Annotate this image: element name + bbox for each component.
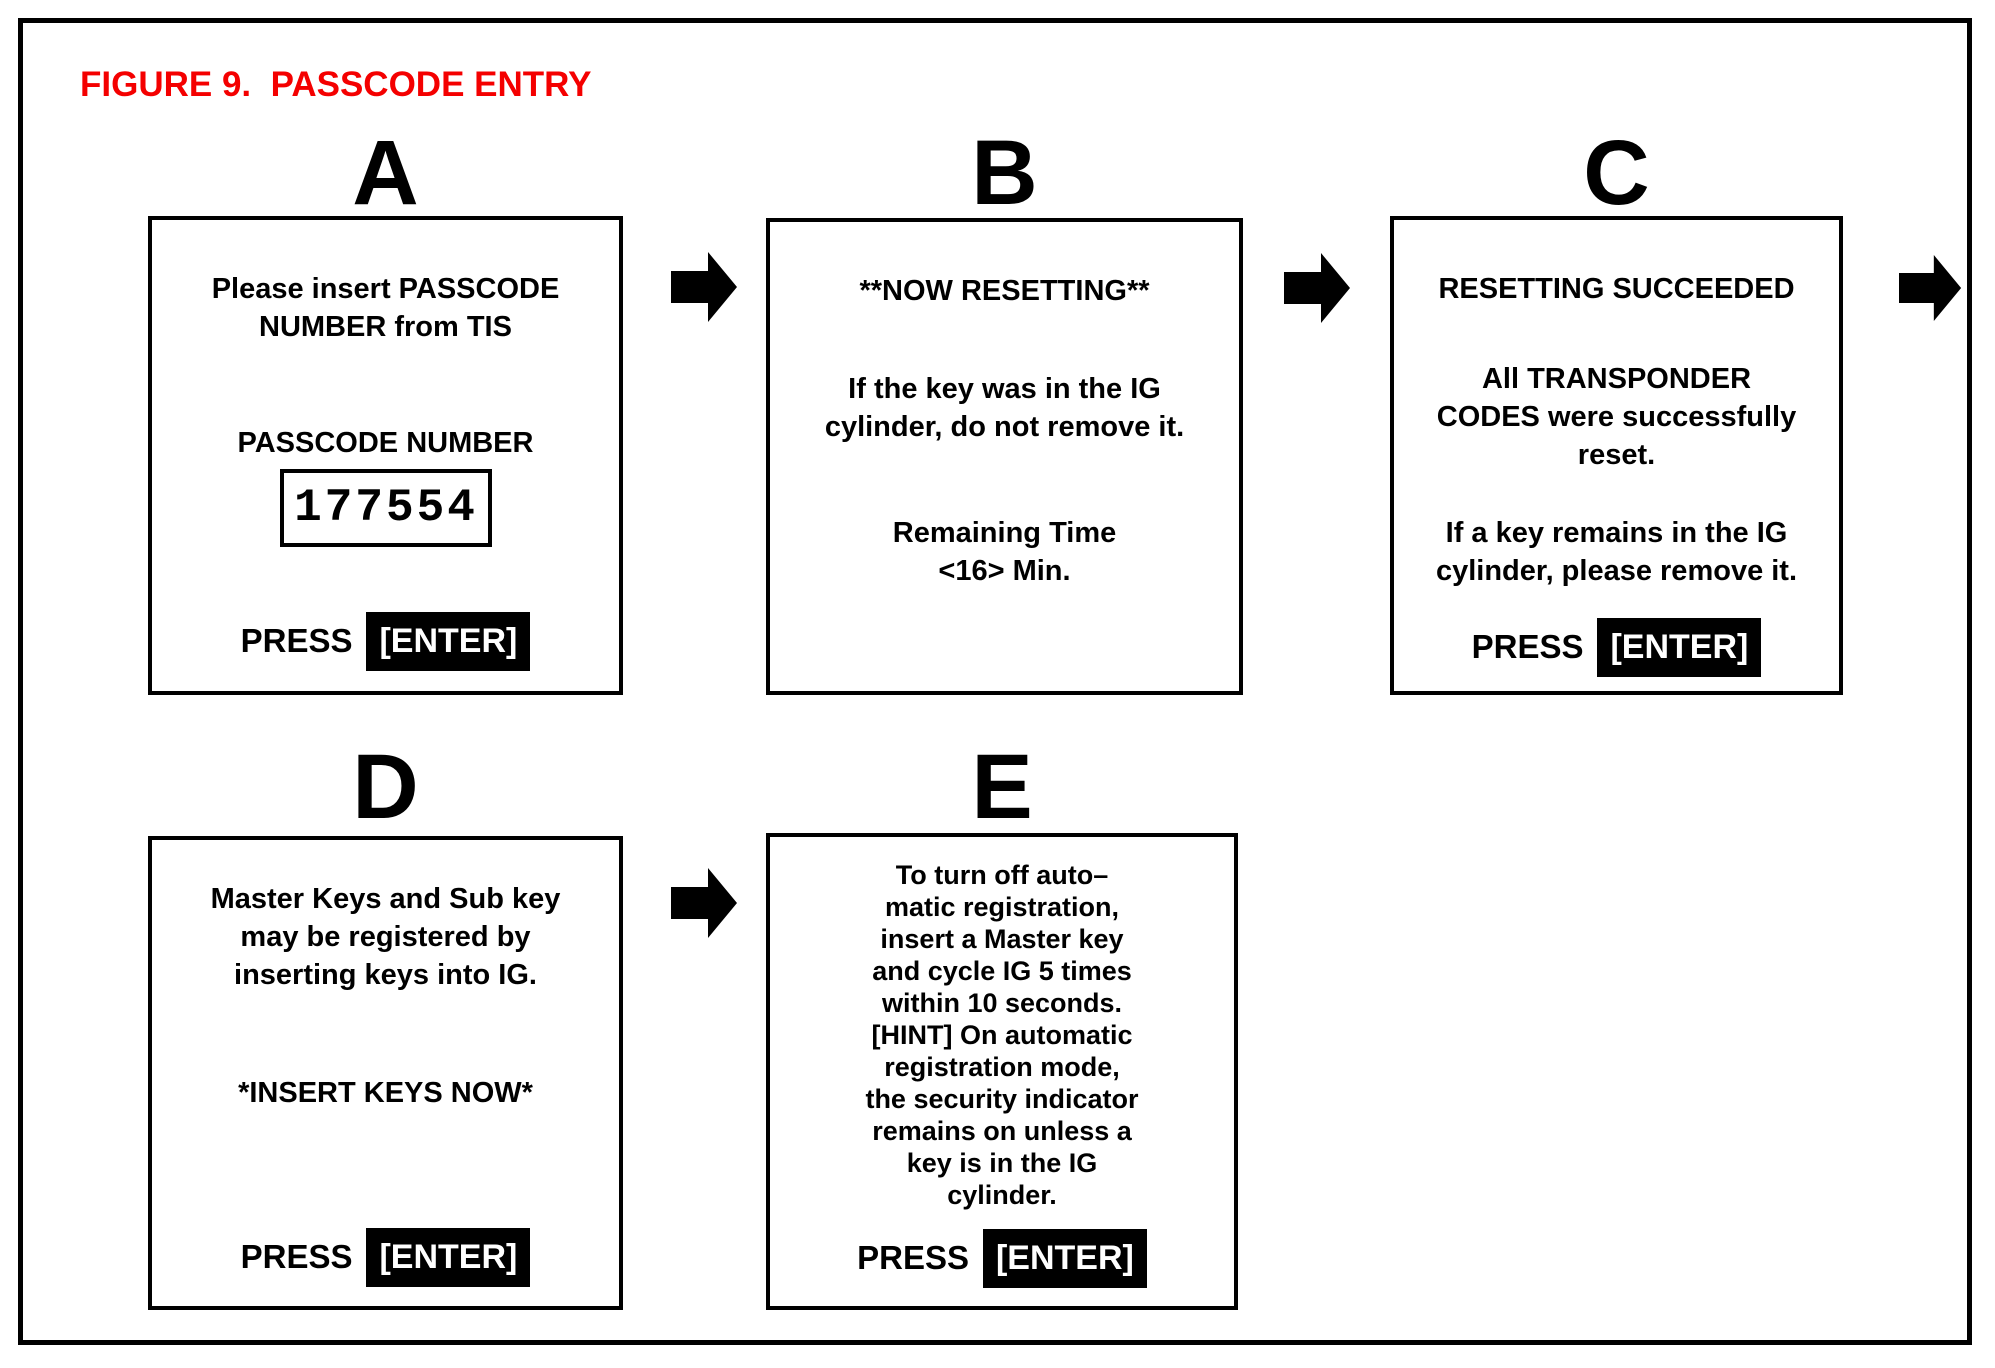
panel-e-letter: E xyxy=(971,736,1033,838)
figure-title: FIGURE 9. PASSCODE ENTRY xyxy=(80,65,592,104)
passcode-number-label: PASSCODE NUMBER xyxy=(237,427,534,459)
arrow-a-to-b-icon xyxy=(671,248,739,326)
panel-c-press-label: PRESS xyxy=(1471,628,1584,666)
panel-e-body: To turn off auto– matic registration, in… xyxy=(865,860,1139,1210)
panel-d-enter-key: [ENTER] xyxy=(366,1228,531,1287)
panel-c-press-row: PRESS [ENTER] xyxy=(1394,618,1839,677)
figure-frame: FIGURE 9. PASSCODE ENTRY A B C Please in… xyxy=(18,18,1972,1345)
arrow-c-wrap-icon xyxy=(1899,247,1963,329)
passcode-value-box: 177554 xyxy=(280,469,492,547)
panel-c-title: RESETTING SUCCEEDED xyxy=(1438,273,1795,305)
panel-a-box: Please insert PASSCODE NUMBER from TIS P… xyxy=(148,216,623,695)
passcode-value: 177554 xyxy=(294,482,478,534)
panel-c-note: If a key remains in the IG cylinder, ple… xyxy=(1435,517,1798,587)
panel-b-remaining-time: Remaining Time <16> Min. xyxy=(892,517,1117,587)
panel-e-press-row: PRESS [ENTER] xyxy=(770,1229,1234,1288)
panel-b-title: **NOW RESETTING** xyxy=(859,275,1150,307)
panel-a-enter-key: [ENTER] xyxy=(366,612,531,671)
panel-d-box: Master Keys and Sub key may be registere… xyxy=(148,836,623,1310)
panel-d-body: Master Keys and Sub key may be registere… xyxy=(210,883,561,991)
arrow-b-to-c-icon xyxy=(1284,249,1352,327)
panel-b-box: **NOW RESETTING** If the key was in the … xyxy=(766,218,1243,695)
panel-c-body: All TRANSPONDER CODES were successfully … xyxy=(1436,363,1797,471)
panel-a-intro: Please insert PASSCODE NUMBER from TIS xyxy=(211,273,560,343)
panel-e-enter-key: [ENTER] xyxy=(982,1229,1147,1288)
arrow-d-to-e-icon xyxy=(671,864,739,942)
panel-d-press-row: PRESS [ENTER] xyxy=(152,1228,619,1287)
panel-d-press-label: PRESS xyxy=(240,1238,353,1276)
panel-a-press-label: PRESS xyxy=(240,622,353,660)
panel-c-box: RESETTING SUCCEEDED All TRANSPONDER CODE… xyxy=(1390,216,1843,695)
panel-a-press-row: PRESS [ENTER] xyxy=(152,612,619,671)
panel-c-letter: C xyxy=(1583,122,1650,224)
panel-e-box: To turn off auto– matic registration, in… xyxy=(766,833,1238,1310)
panel-b-letter: B xyxy=(971,122,1038,224)
panel-e-press-label: PRESS xyxy=(857,1239,969,1277)
panel-c-enter-key: [ENTER] xyxy=(1597,618,1762,677)
panel-b-body: If the key was in the IG cylinder, do no… xyxy=(824,373,1185,443)
panel-a-letter: A xyxy=(352,122,419,224)
panel-d-letter: D xyxy=(352,736,419,838)
panel-d-prompt: *INSERT KEYS NOW* xyxy=(238,1077,533,1109)
